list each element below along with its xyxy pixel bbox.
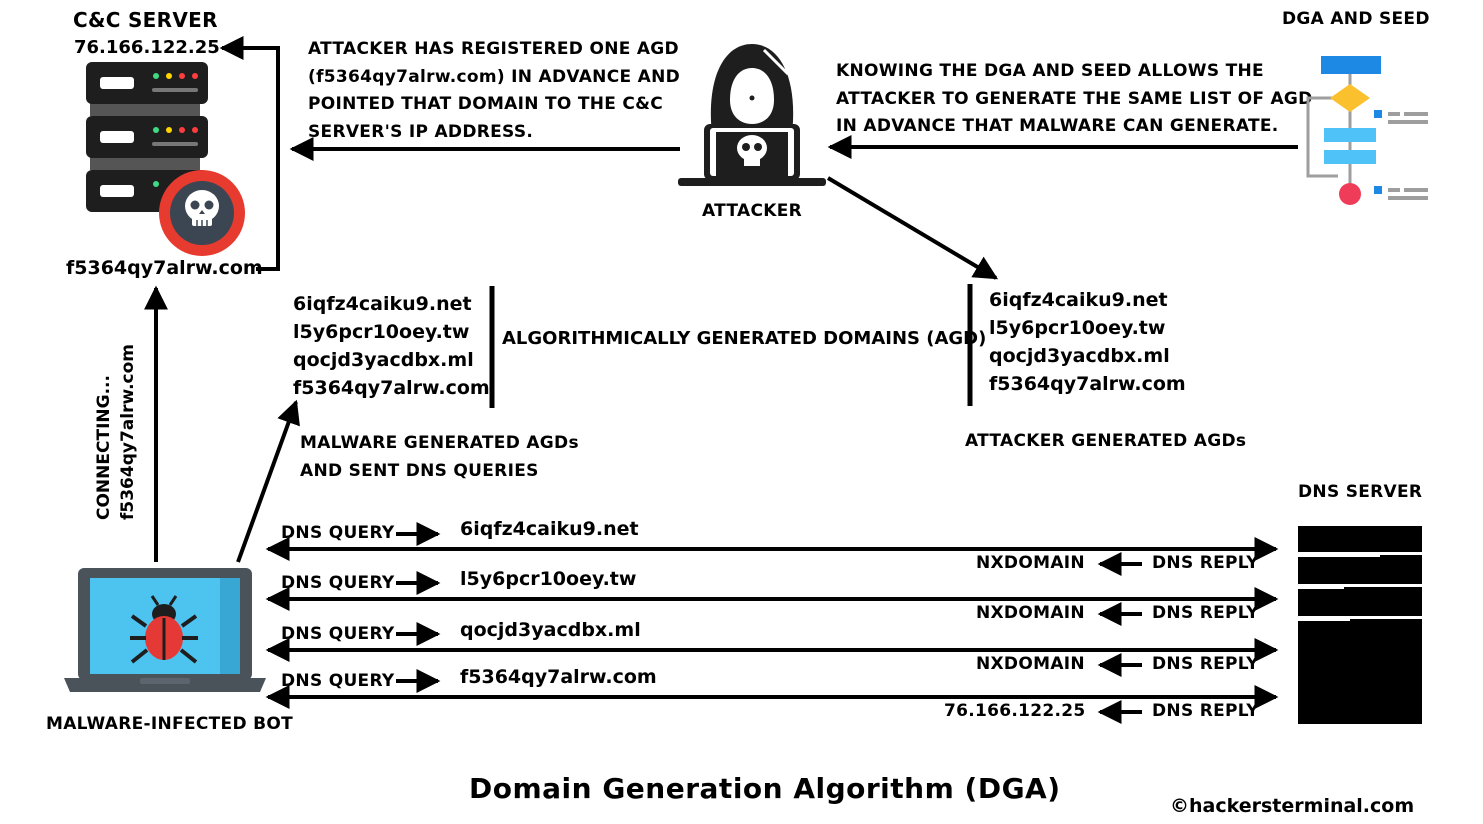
dns-query-label: DNS QUERY <box>281 523 395 543</box>
dns-reply-label: DNS REPLY <box>1152 654 1259 674</box>
server-rack-icon <box>86 62 245 256</box>
note-line: KNOWING THE DGA AND SEED ALLOWS THE <box>836 61 1264 81</box>
cc-server-domain: f5364qy7alrw.com <box>66 257 263 279</box>
attacker-to-agd-arrow <box>826 176 999 280</box>
cc-server-ip: 76.166.122.25 <box>74 37 220 58</box>
agd-item: l5y6pcr10oey.tw <box>293 321 470 343</box>
dns-query-domain: l5y6pcr10oey.tw <box>460 568 637 590</box>
cc-server-heading: C&C SERVER <box>73 8 218 32</box>
dns-answer: 76.166.122.25 <box>944 701 1086 721</box>
agd-item: f5364qy7alrw.com <box>989 373 1186 395</box>
dga-seed-note: KNOWING THE DGA AND SEED ALLOWS THE ATTA… <box>836 58 1313 141</box>
dns-server-heading: DNS SERVER <box>1298 482 1423 502</box>
hacker-icon <box>678 42 826 186</box>
agd-item: l5y6pcr10oey.tw <box>989 317 1166 339</box>
cc-bracket-arrow <box>219 36 280 271</box>
attacker-agd-list: 6iqfz4caiku9.net l5y6pcr10oey.tw qocjd3y… <box>989 286 1186 398</box>
agd-item: f5364qy7alrw.com <box>293 377 490 399</box>
dns-reply-label: DNS REPLY <box>1152 553 1259 573</box>
note-line: ATTACKER HAS REGISTERED ONE AGD <box>308 39 679 59</box>
connecting-line: f5364qy7alrw.com <box>118 343 138 520</box>
agd-item: 6iqfz4caiku9.net <box>989 289 1168 311</box>
dns-query-domain: 6iqfz4caiku9.net <box>460 518 639 540</box>
note-line: IN ADVANCE THAT MALWARE CAN GENERATE. <box>836 116 1279 136</box>
bot-label: MALWARE-INFECTED BOT <box>46 714 293 734</box>
agd-item: qocjd3yacdbx.ml <box>293 349 474 371</box>
caption-line: MALWARE GENERATED AGDs <box>300 433 579 453</box>
diagram-title: Domain Generation Algorithm (DGA) <box>469 772 1061 805</box>
flowchart-icon <box>1306 56 1428 205</box>
dns-query-domain: qocjd3yacdbx.ml <box>460 619 641 641</box>
dns-server-icon <box>1298 526 1422 724</box>
agd-item: 6iqfz4caiku9.net <box>293 293 472 315</box>
dns-query-label: DNS QUERY <box>281 573 395 593</box>
attacker-agd-caption: ATTACKER GENERATED AGDs <box>965 431 1247 451</box>
dga-seed-heading: DGA AND SEED <box>1282 9 1430 29</box>
malware-agd-caption: MALWARE GENERATED AGDs AND SENT DNS QUER… <box>300 430 579 485</box>
attacker-registration-note: ATTACKER HAS REGISTERED ONE AGD (f5364qy… <box>308 36 680 146</box>
agd-item: qocjd3yacdbx.ml <box>989 345 1170 367</box>
infected-laptop-icon <box>64 568 266 692</box>
malware-agd-list: 6iqfz4caiku9.net l5y6pcr10oey.tw qocjd3y… <box>293 290 490 402</box>
note-line: SERVER'S IP ADDRESS. <box>308 121 534 142</box>
dns-answer: NXDOMAIN <box>976 654 1085 674</box>
dns-answer: NXDOMAIN <box>976 603 1085 623</box>
dns-reply-label: DNS REPLY <box>1152 701 1259 721</box>
bot-to-agd-arrow <box>236 399 300 563</box>
agd-center-label: ALGORITHMICALLY GENERATED DOMAINS (AGD) <box>502 328 987 349</box>
dns-answer: NXDOMAIN <box>976 553 1085 573</box>
note-line: (f5364qy7alrw.com) IN ADVANCE AND <box>308 66 681 87</box>
dns-query-label: DNS QUERY <box>281 671 395 691</box>
connecting-line: CONNECTING... <box>94 375 114 520</box>
credit-link[interactable]: ©hackersterminal.com <box>1170 795 1415 817</box>
dns-query-domain: f5364qy7alrw.com <box>460 666 657 688</box>
note-line: ATTACKER TO GENERATE THE SAME LIST OF AG… <box>836 88 1313 109</box>
note-line: POINTED THAT DOMAIN TO THE C&C <box>308 94 664 114</box>
dns-query-label: DNS QUERY <box>281 624 395 644</box>
connecting-label: CONNECTING... f5364qy7alrw.com <box>92 344 140 520</box>
caption-line: AND SENT DNS QUERIES <box>300 460 539 481</box>
attacker-label: ATTACKER <box>702 201 803 221</box>
dns-reply-label: DNS REPLY <box>1152 603 1259 623</box>
